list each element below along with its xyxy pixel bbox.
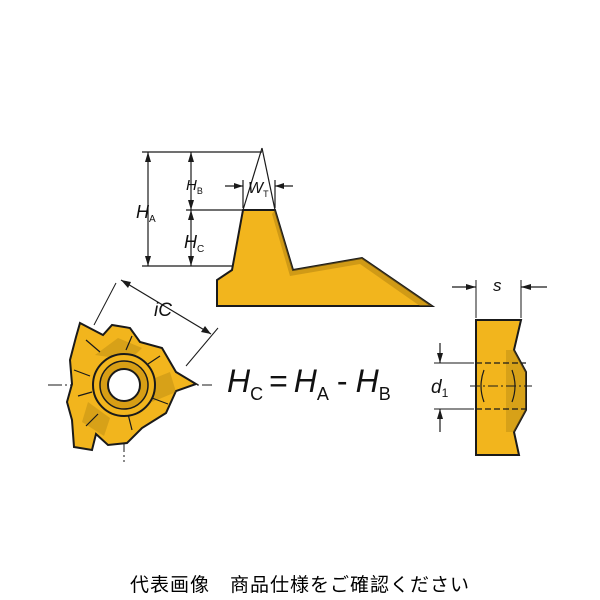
dimension-hc-arrow-bottom bbox=[188, 256, 194, 266]
dimension-s-arrow-left bbox=[466, 284, 476, 290]
dimension-ic-arrow-1 bbox=[121, 280, 131, 288]
side-hole-curve bbox=[480, 369, 516, 403]
dimension-wt-arrow-right bbox=[275, 183, 284, 189]
dimension-wt-arrow-left bbox=[234, 183, 243, 189]
dimension-ha-arrow-bottom bbox=[145, 256, 151, 266]
dimension-s-arrow-right bbox=[521, 284, 531, 290]
label-hb: HB bbox=[186, 177, 203, 196]
insert-facet-3 bbox=[82, 402, 110, 436]
label-s: s bbox=[493, 276, 502, 295]
label-wt: WT bbox=[248, 180, 269, 199]
insert-side-view: s d1 bbox=[431, 276, 547, 456]
formula-text: HC=HA-HB bbox=[227, 363, 391, 404]
label-ha: HA bbox=[136, 202, 156, 225]
label-ic: iC bbox=[154, 300, 172, 321]
side-view-shadow bbox=[506, 350, 526, 432]
label-d1: d1 bbox=[431, 377, 449, 400]
dimension-hc-arrow-top bbox=[188, 210, 194, 220]
dimension-d1-arrow-bottom bbox=[437, 409, 443, 419]
profile-edge-shadow bbox=[272, 210, 432, 306]
profile-view: HA HB HC WT bbox=[136, 147, 436, 307]
dimension-ic-ext-right bbox=[185, 327, 219, 367]
dimension-d1-arrow-top bbox=[437, 353, 443, 363]
label-hc: HC bbox=[184, 232, 204, 255]
caption-representative-image: 代表画像 商品仕様をご確認ください bbox=[129, 574, 470, 596]
side-view-body bbox=[475, 319, 527, 456]
dimension-hb-arrow-top bbox=[188, 152, 194, 162]
insert-facet-2 bbox=[150, 372, 176, 402]
dimension-hb-arrow-bottom bbox=[188, 200, 194, 210]
tooth-tip-line-right bbox=[261, 147, 276, 211]
dimension-ic-ext-left bbox=[93, 282, 117, 326]
dimension-ha-arrow-top bbox=[145, 152, 151, 162]
dimension-ic-line bbox=[120, 279, 212, 335]
profile-shape bbox=[216, 209, 436, 307]
insert-top-view: iC bbox=[48, 279, 219, 462]
formula: HC=HA-HB bbox=[227, 363, 391, 404]
dimension-ic-arrow-2 bbox=[201, 326, 211, 334]
insert-hole bbox=[107, 368, 141, 402]
tooth-tip-line-left bbox=[242, 147, 263, 211]
insert-detail-lines bbox=[73, 335, 169, 431]
